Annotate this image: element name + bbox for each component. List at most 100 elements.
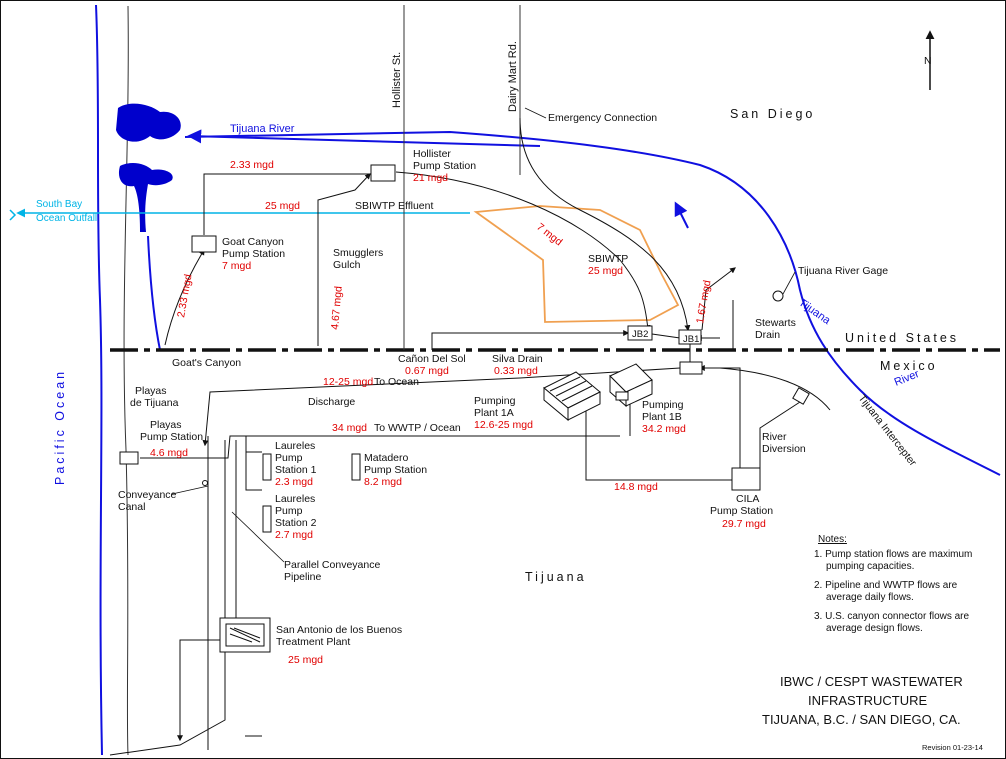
estuary-south [118, 163, 173, 232]
emergency-connection-label: Emergency Connection [548, 112, 657, 124]
goat-canyon-label-1: Goat Canyon [222, 236, 284, 248]
laureles-2-box [262, 505, 272, 533]
pp1a-flow: 12.6-25 mgd [474, 419, 533, 431]
laureles-1-flow: 2.3 mgd [275, 476, 313, 488]
sbiwtp-site-outline [473, 205, 680, 323]
laureles-2-label-2: Pump [275, 505, 303, 517]
pumping-plant-1b-icon [609, 363, 653, 408]
cila-flow: 29.7 mgd [722, 518, 766, 530]
hollister-ps-label-2: Pump Station [413, 160, 476, 172]
tijuana-river-label: Tijuana River [230, 123, 295, 135]
sab-label-1: San Antonio de los Buenos [276, 624, 402, 636]
playas-label-2: de Tijuana [130, 397, 179, 409]
title-line-3: TIJUANA, B.C. / SAN DIEGO, CA. [762, 712, 961, 727]
goat-canyon-label-2: Pump Station [222, 248, 285, 260]
to-ocean-label: To Ocean [374, 376, 419, 388]
north-label: N [924, 55, 932, 67]
river-diversion-label-2: Diversion [762, 443, 806, 455]
south-bay-label-1: South Bay [36, 199, 82, 210]
parallel-conveyance-line [177, 440, 237, 742]
to-wwtp-line [140, 435, 620, 459]
notes-title: Notes: [818, 534, 847, 545]
interceptor-label: Tijuana Intercepter [856, 392, 919, 468]
hollister-pump-station-box [370, 164, 396, 182]
united-states-label: United States [845, 331, 959, 345]
title-line-1: IBWC / CESPT WASTEWATER [780, 674, 963, 689]
goat-canyon-pump-station-box [191, 235, 217, 253]
to-ocean-flow: 12-25 mgd [323, 376, 373, 388]
coastline [95, 4, 103, 756]
tijuana-river-line [184, 130, 1001, 476]
goats-canyon-connector [164, 248, 205, 346]
goat-canyon-flow: 7 mgd [222, 260, 251, 272]
flow-25-outfall: 25 mgd [265, 200, 300, 212]
emergency-leader [524, 107, 547, 119]
matadero-label-2: Pump Station [364, 464, 427, 476]
revision-label: Revision 01-23-14 [922, 743, 983, 752]
silva-drain-label: Silva Drain [492, 353, 543, 365]
flow-2-33-top: 2.33 mgd [230, 159, 274, 171]
matadero-label-1: Matadero [364, 452, 409, 464]
parallel-label-1: Parallel Conveyance [284, 559, 380, 571]
discharge-label: Discharge [308, 396, 355, 408]
goat-canyon-forcemain [203, 171, 382, 235]
note-2-line-1: 2. Pipeline and WWTP flows are [814, 580, 958, 591]
pp1b-label-1: Pumping [642, 399, 684, 411]
playas-label-1: Playas [135, 385, 167, 397]
conveyance-leader [171, 485, 209, 495]
parallel-label-2: Pipeline [284, 571, 322, 583]
conveyance-label-1: Conveyance [118, 489, 177, 501]
laureles-1-box [262, 453, 272, 481]
sbiwtp-flow: 25 mgd [588, 265, 623, 277]
flow-4-67-vertical: 4.67 mgd [329, 285, 345, 330]
to-wwtp-label: To WWTP / Ocean [374, 422, 461, 434]
playas-ps-label-2: Pump Station [140, 431, 203, 443]
matadero-box [351, 453, 361, 481]
sbiwtp-label: SBIWTP [588, 253, 628, 265]
title-line-2: INFRASTRUCTURE [808, 693, 927, 708]
cila-to-pp-line [585, 400, 740, 481]
note-1-line-1: 1. Pump station flows are maximum [814, 549, 972, 560]
note-3-line-2: average design flows. [826, 623, 923, 634]
smugglers-connector [317, 173, 371, 346]
smugglers-label-1: Smugglers [333, 247, 383, 259]
river-gage-icon [772, 290, 784, 302]
conveyance-label-2: Canal [118, 501, 145, 513]
hollister-street-label: Hollister St. [391, 52, 403, 108]
canon-del-sol-flow: 0.67 mgd [405, 365, 449, 377]
emergency-connection-line [519, 117, 691, 332]
river-diversion-line [759, 401, 801, 470]
hollister-ps-label-1: Hollister [413, 148, 451, 160]
goats-canyon-creek [147, 235, 161, 351]
jb1-box [678, 329, 702, 345]
to-ocean-discharge-line [202, 367, 681, 447]
flow-2-33-vertical: 2.33 mgd [175, 273, 194, 318]
pp1b-flow: 34.2 mgd [642, 423, 686, 435]
hollister-forcemain [395, 171, 651, 332]
flow-1-67: 1.67 mgd [694, 279, 713, 324]
laureles-1-label-1: Laureles [275, 440, 315, 452]
estuary-north [116, 103, 181, 142]
san-diego-label: San Diego [730, 107, 815, 121]
stewarts-label-2: Drain [755, 329, 780, 341]
tijuana-region-label: Tijuana [525, 570, 587, 584]
river-diversion-box [792, 387, 810, 405]
south-bay-label-2: Ocean Outfall [36, 213, 97, 224]
pp-junction-box [679, 361, 703, 375]
silva-drain-flow: 0.33 mgd [494, 365, 538, 377]
laureles-1-label-3: Station 1 [275, 464, 317, 476]
matadero-flow: 8.2 mgd [364, 476, 402, 488]
conveyance-canal-line [109, 440, 226, 756]
playas-ps-label-1: Playas [150, 419, 182, 431]
laureles-1-label-2: Pump [275, 452, 303, 464]
mexico-label: Mexico [880, 359, 938, 373]
flow-7-diagonal: 7 mgd [534, 221, 565, 249]
outfall-end-icon [9, 209, 17, 221]
river-gage-label: Tijuana River Gage [798, 265, 888, 277]
cila-pump-station-box [731, 467, 761, 491]
conveyance-canal-icon [202, 480, 208, 486]
goats-canyon-label: Goat's Canyon [172, 357, 241, 369]
pp1a-label-2: Plant 1A [474, 407, 514, 419]
pumping-plant-1a-icon [543, 371, 601, 422]
